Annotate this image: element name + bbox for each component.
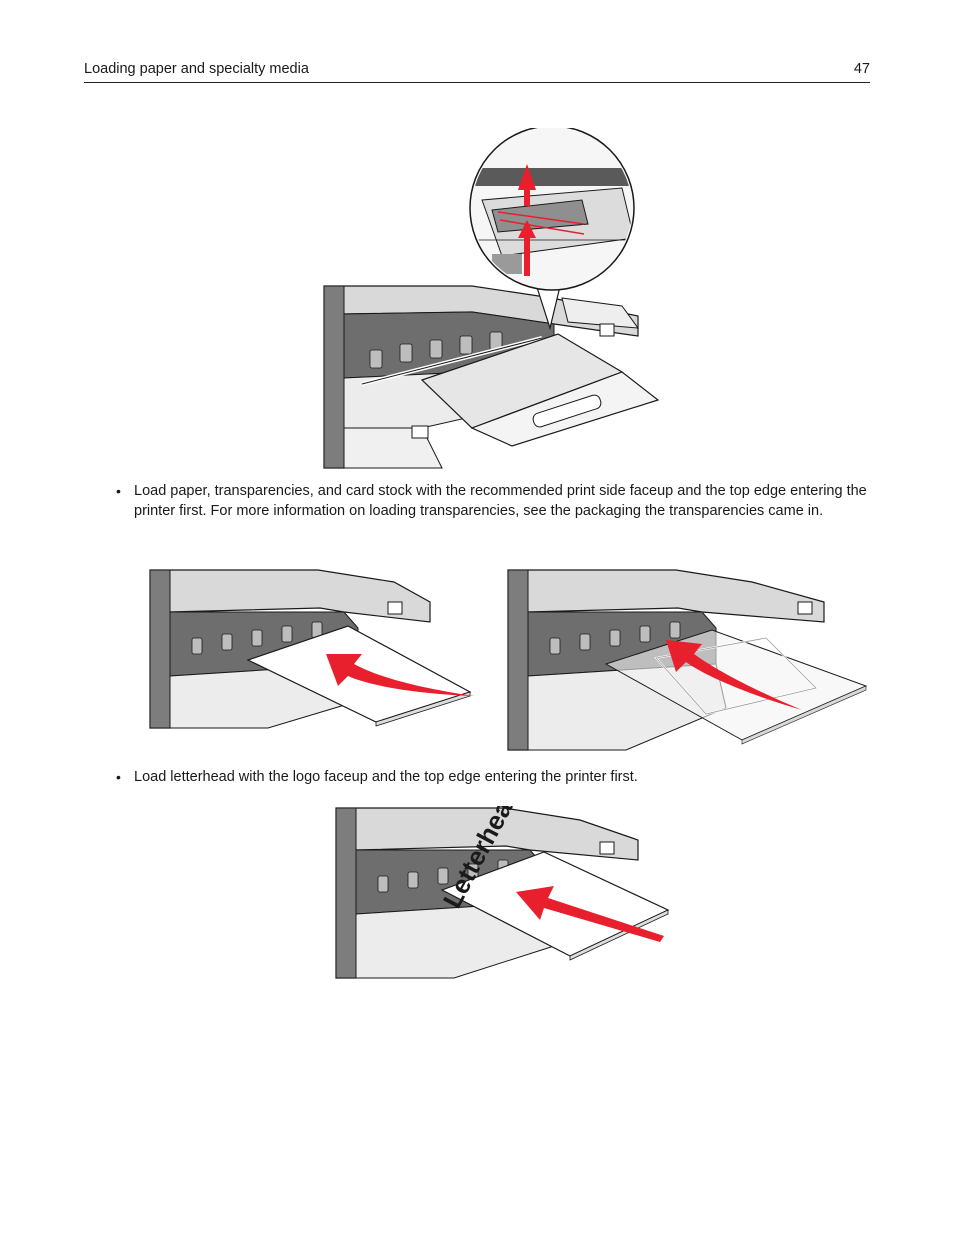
transparency-loading-illustration — [507, 569, 868, 751]
bullet-text: Load paper, transparencies, and card sto… — [134, 483, 867, 519]
bullet-marker: • — [116, 769, 121, 785]
section-title: Loading paper and specialty media — [84, 61, 309, 77]
page-header: Loading paper and specialty media 47 — [84, 60, 870, 83]
paper-loading-illustration — [149, 569, 474, 729]
letterhead-loading-illustration: Letterhead — [335, 806, 670, 979]
page-number: 47 — [853, 61, 870, 77]
bullet-text: Load letterhead with the logo faceup and… — [134, 769, 638, 785]
paper-guide-illustration — [323, 128, 660, 469]
bullet-marker: • — [116, 483, 121, 499]
